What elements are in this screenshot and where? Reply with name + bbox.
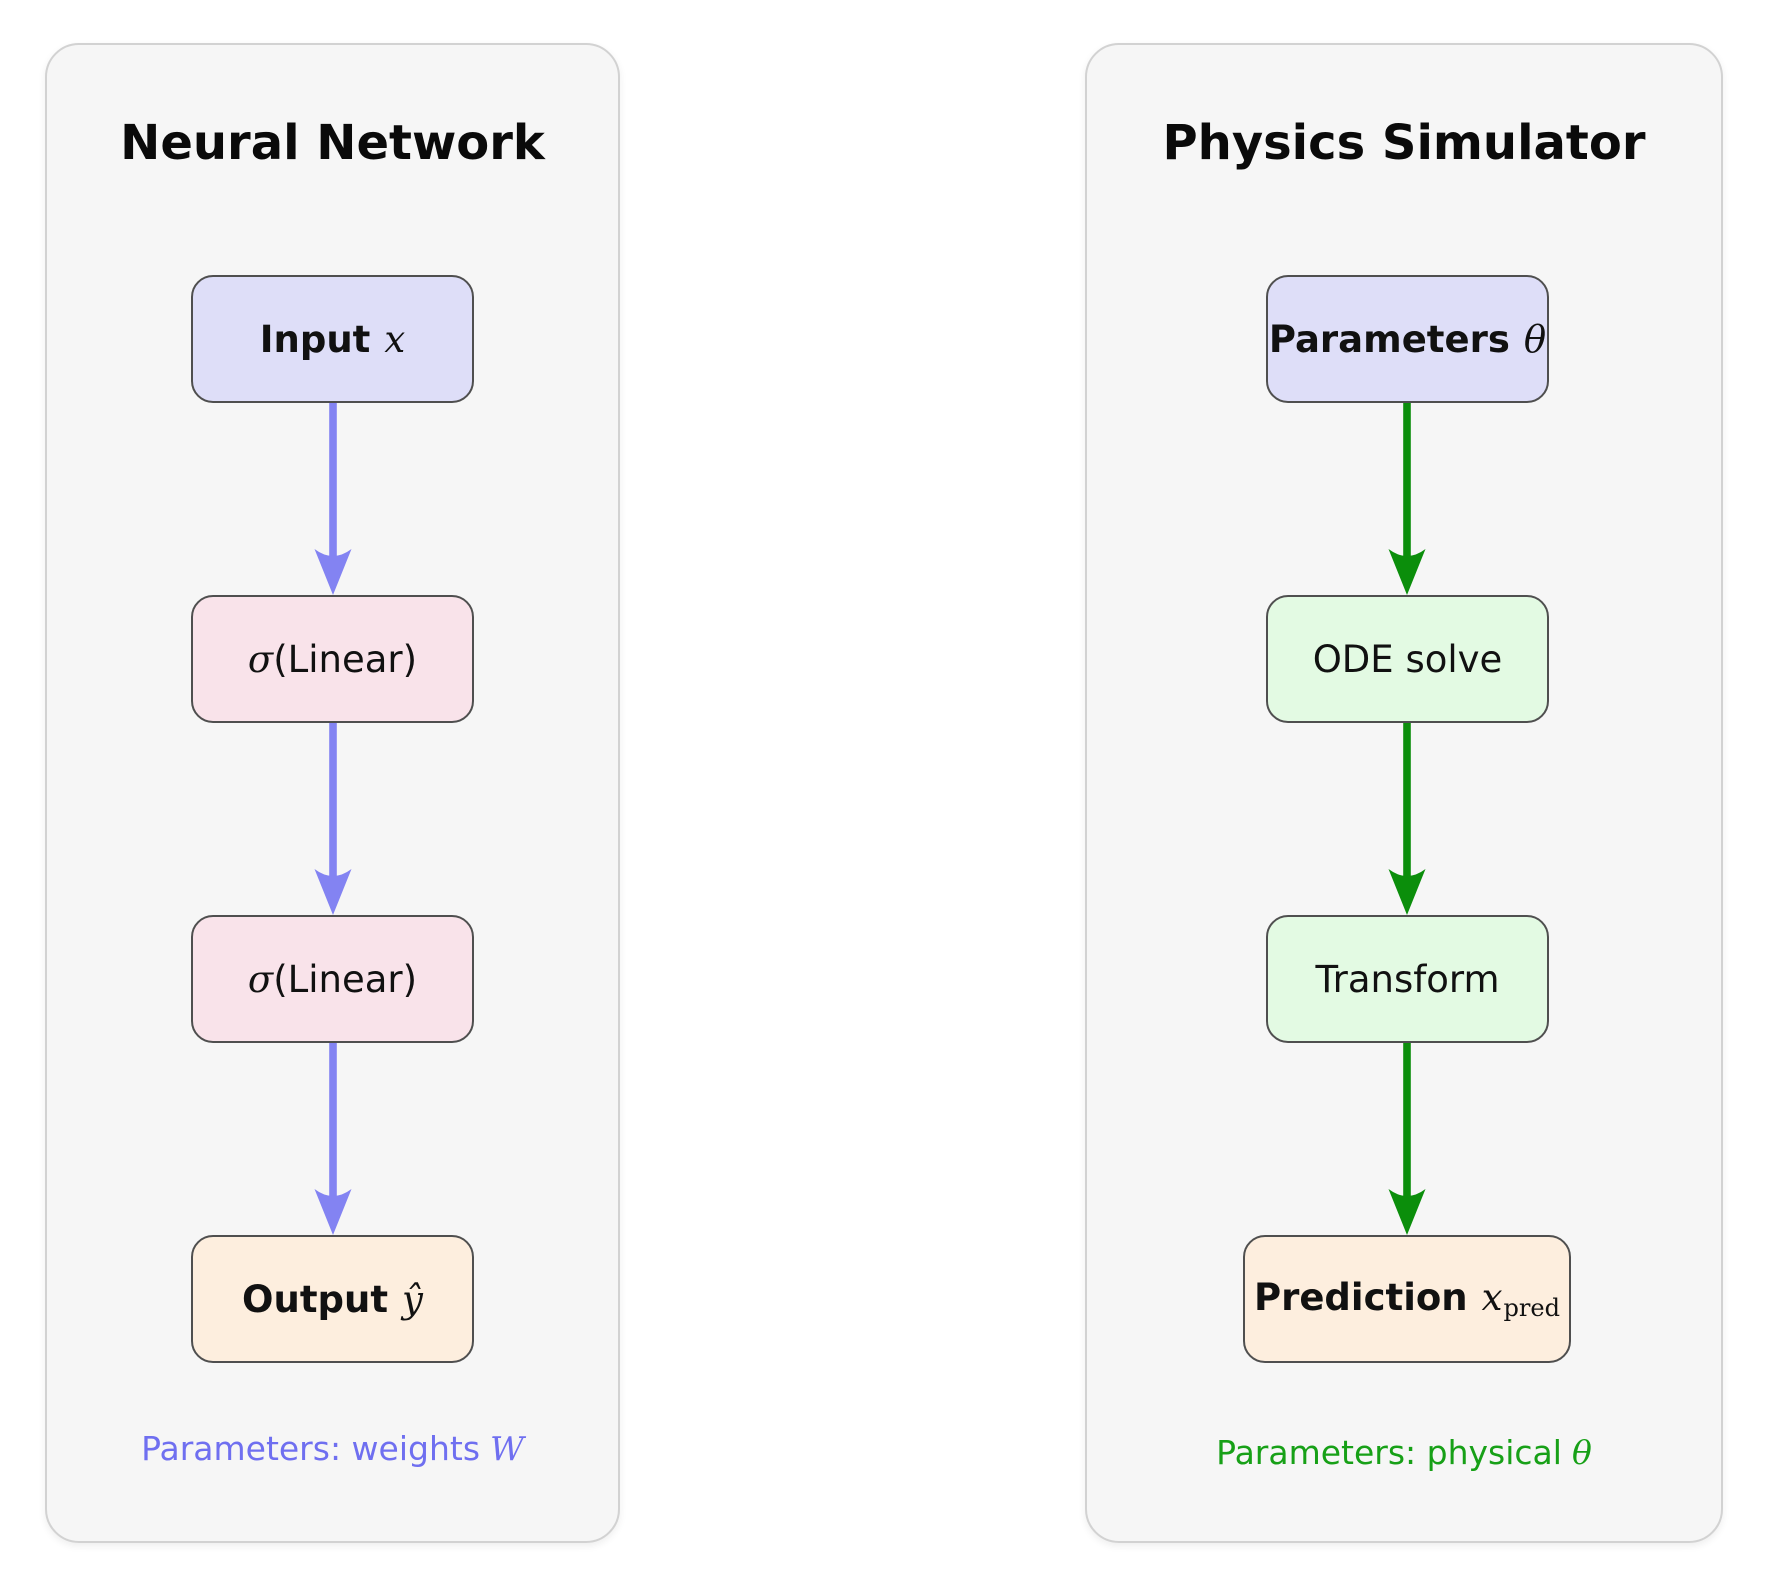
- node-label: ODE solve: [1312, 637, 1503, 681]
- down-arrow-icon: [1388, 1043, 1426, 1235]
- down-arrow-icon: [1388, 403, 1426, 595]
- node-label: σ(Linear): [247, 637, 418, 681]
- panel-title: Neural Network: [120, 115, 545, 171]
- node-ode-solve: ODE solve: [1266, 595, 1549, 723]
- node-transform: Transform: [1266, 915, 1549, 1043]
- node-hidden-layer-1: σ(Linear): [191, 595, 474, 723]
- down-arrow-icon: [1388, 723, 1426, 915]
- down-arrow-icon: [314, 403, 352, 595]
- down-arrow-icon: [314, 723, 352, 915]
- node-label: Transform: [1315, 957, 1500, 1001]
- node-hidden-layer-2: σ(Linear): [191, 915, 474, 1043]
- panel-title: Physics Simulator: [1162, 115, 1646, 171]
- node-label: σ(Linear): [247, 957, 418, 1001]
- down-arrow-icon: [314, 1043, 352, 1235]
